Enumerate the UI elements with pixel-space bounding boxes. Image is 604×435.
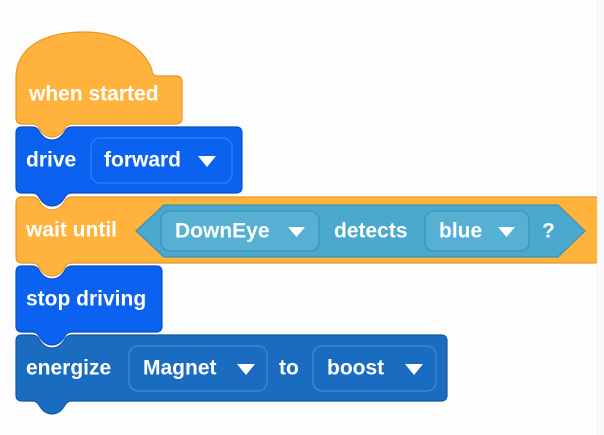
sensor-dropdown[interactable]: DownEye: [160, 210, 320, 252]
drive-direction-dropdown[interactable]: forward: [90, 137, 233, 184]
color-field-bg[interactable]: [424, 210, 530, 252]
chevron-down-icon[interactable]: [288, 227, 305, 237]
block-stop-driving[interactable]: stop driving: [15, 265, 163, 346]
color-value: blue: [439, 220, 482, 243]
stop-driving-label: stop driving: [26, 288, 146, 311]
block-drive[interactable]: drive forward: [15, 126, 243, 207]
detects-label: detects: [334, 220, 408, 243]
mode-dropdown[interactable]: boost: [312, 345, 437, 392]
energize-label: energize: [26, 357, 111, 380]
stop-driving-shape[interactable]: [15, 265, 163, 346]
block-when-started[interactable]: when started: [15, 31, 183, 138]
wait-until-label: wait until: [25, 219, 117, 242]
workspace-right-edge: [597, 0, 604, 435]
drive-label: drive: [26, 149, 76, 172]
device-field-bg[interactable]: [128, 345, 268, 392]
when-started-shape[interactable]: [15, 31, 183, 138]
mode-value: boost: [327, 357, 384, 380]
chevron-down-icon[interactable]: [237, 364, 255, 375]
energize-to-label: to: [279, 357, 299, 380]
block-energize[interactable]: energize Magnet to boost: [15, 334, 448, 415]
chevron-down-icon[interactable]: [405, 364, 423, 375]
sensor-value: DownEye: [175, 220, 270, 243]
chevron-down-icon[interactable]: [198, 156, 216, 167]
drive-direction-value: forward: [104, 149, 181, 172]
boolean-detects-reporter[interactable]: DownEye detects blue ?: [135, 204, 586, 258]
when-started-label: when started: [28, 83, 159, 106]
drive-direction-field-bg[interactable]: [90, 137, 233, 184]
question-mark-label: ?: [542, 220, 555, 243]
chevron-down-icon[interactable]: [498, 227, 515, 237]
device-dropdown[interactable]: Magnet: [128, 345, 268, 392]
device-value: Magnet: [143, 357, 217, 380]
mode-field-bg[interactable]: [312, 345, 437, 392]
color-dropdown[interactable]: blue: [424, 210, 530, 252]
block-wait-until[interactable]: wait until DownEye detects blue ?: [15, 196, 601, 277]
sensor-field-bg[interactable]: [160, 210, 320, 252]
